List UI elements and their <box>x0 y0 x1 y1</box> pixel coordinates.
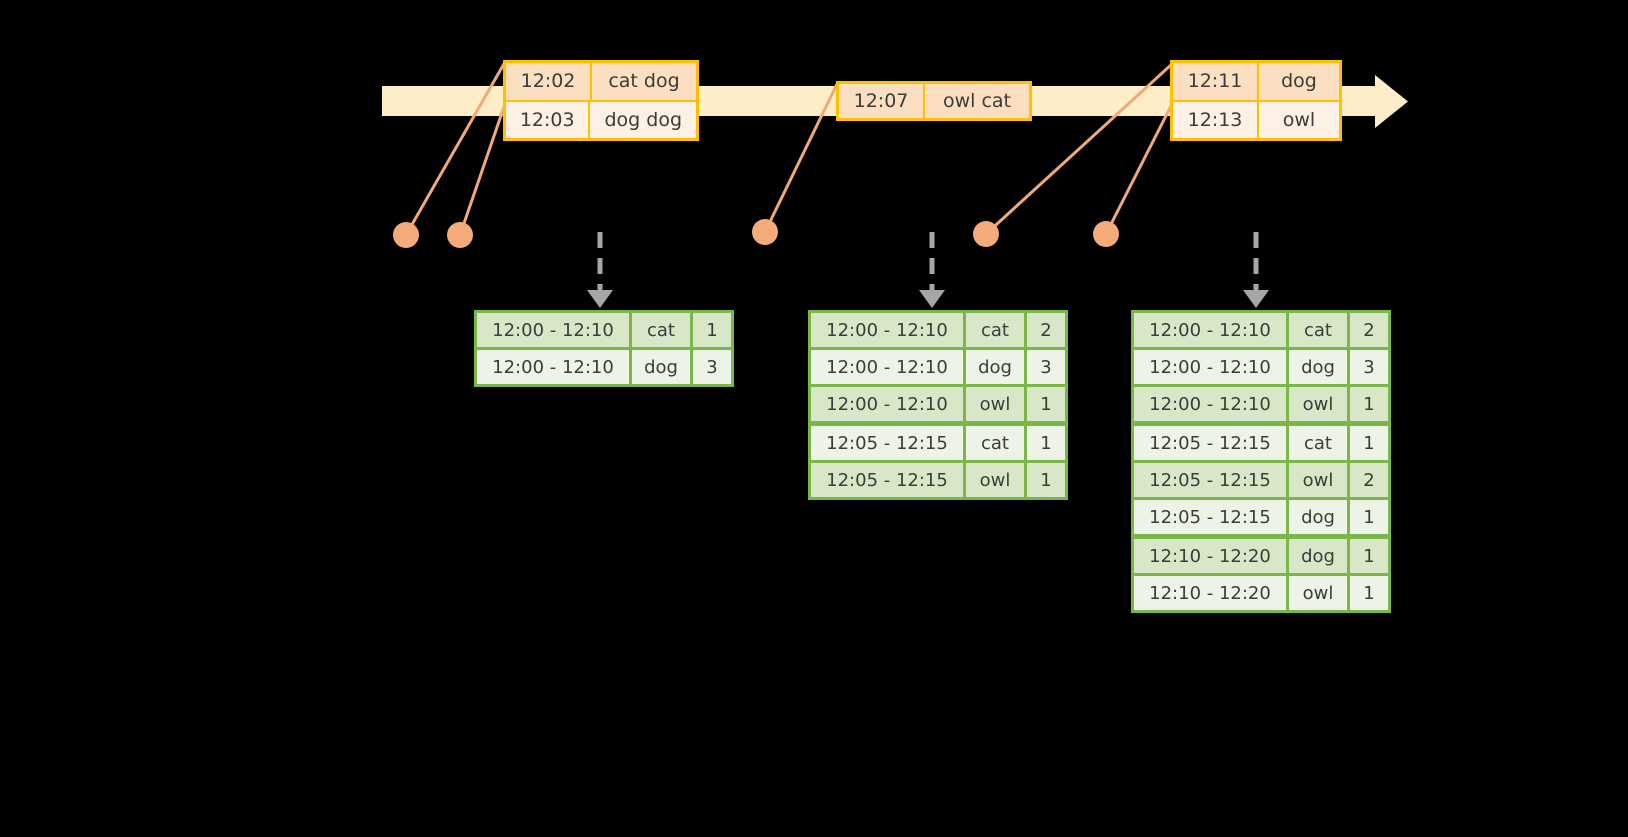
down-arrow-3-head <box>1243 290 1269 308</box>
event-connector-lines <box>404 61 1174 236</box>
connector-4 <box>984 62 1174 236</box>
cell-count: 1 <box>1350 576 1388 610</box>
down-arrow-2-head <box>919 290 945 308</box>
cell-window: 12:10 - 12:20 <box>1134 576 1286 610</box>
event-row: 12:13 owl <box>1173 101 1339 138</box>
cell-window: 12:00 - 12:10 <box>811 313 963 347</box>
cell-window: 12:00 - 12:10 <box>477 313 629 347</box>
cell-count: 2 <box>1350 463 1388 497</box>
cell-key: owl <box>966 387 1024 421</box>
event-row: 12:07 owl cat <box>839 84 1029 118</box>
cell-key: dog <box>1289 350 1347 384</box>
cell-window: 12:00 - 12:10 <box>1134 350 1286 384</box>
event-dot-2 <box>447 222 473 248</box>
cell-window: 12:05 - 12:15 <box>1134 426 1286 460</box>
cell-key: cat <box>966 426 1024 460</box>
timeline-event-box-2[interactable]: 12:07 owl cat <box>836 81 1032 121</box>
cell-window: 12:00 - 12:10 <box>1134 313 1286 347</box>
cell-window: 12:00 - 12:10 <box>811 350 963 384</box>
cell-key: cat <box>1289 426 1347 460</box>
cell-count: 1 <box>1350 500 1388 534</box>
cell-key: owl <box>1289 387 1347 421</box>
cell-window: 12:10 - 12:20 <box>1134 539 1286 573</box>
cell-key: cat <box>966 313 1024 347</box>
cell-key: cat <box>632 313 690 347</box>
cell-window: 12:05 - 12:15 <box>1134 500 1286 534</box>
cell-count: 1 <box>1350 539 1388 573</box>
cell-key: dog <box>632 350 690 384</box>
event-value: dog dog <box>604 108 682 131</box>
event-time: 12:02 <box>506 63 592 100</box>
down-arrow-1-head <box>587 290 613 308</box>
event-value: dog <box>1281 70 1317 93</box>
event-dot-5 <box>1093 221 1119 247</box>
timeline-event-box-1[interactable]: 12:02 cat dog 12:03 dog dog <box>503 60 699 141</box>
event-dot-1 <box>393 222 419 248</box>
event-time: 12:03 <box>506 101 591 138</box>
timeline-event-box-3[interactable]: 12:11 dog 12:13 owl <box>1170 60 1342 141</box>
cell-window: 12:05 - 12:15 <box>1134 463 1286 497</box>
cell-count: 3 <box>1350 350 1388 384</box>
connector-1 <box>404 61 507 236</box>
cell-key: dog <box>1289 500 1347 534</box>
cell-window: 12:00 - 12:10 <box>811 387 963 421</box>
cell-window: 12:05 - 12:15 <box>811 426 963 460</box>
snapshot-arrows <box>587 232 1269 308</box>
event-row: 12:03 dog dog <box>506 101 696 138</box>
event-value: owl cat <box>942 90 1012 112</box>
cell-window: 12:00 - 12:10 <box>1134 387 1286 421</box>
cell-count: 1 <box>1350 426 1388 460</box>
cell-count: 2 <box>1027 313 1065 347</box>
cell-count: 3 <box>693 350 731 384</box>
cell-count: 1 <box>693 313 731 347</box>
cell-count: 1 <box>1027 387 1065 421</box>
event-time: 12:13 <box>1173 101 1259 138</box>
cell-count: 1 <box>1350 387 1388 421</box>
cell-count: 1 <box>1027 463 1065 497</box>
cell-window: 12:05 - 12:15 <box>811 463 963 497</box>
event-row: 12:11 dog <box>1173 63 1339 102</box>
cell-key: dog <box>1289 539 1347 573</box>
event-time: 12:11 <box>1173 63 1259 100</box>
event-dot-4 <box>973 221 999 247</box>
cell-count: 3 <box>1027 350 1065 384</box>
cell-key: owl <box>1289 463 1347 497</box>
cell-count: 2 <box>1350 313 1388 347</box>
cell-key: owl <box>1289 576 1347 610</box>
event-value: cat dog <box>608 70 680 93</box>
event-row: 12:02 cat dog <box>506 63 696 102</box>
connector-3 <box>763 81 840 233</box>
event-dots <box>393 219 1119 248</box>
cell-key: dog <box>966 350 1024 384</box>
connector-2 <box>458 103 507 236</box>
cell-window: 12:00 - 12:10 <box>477 350 629 384</box>
event-dot-3 <box>752 219 778 245</box>
connector-5 <box>1104 103 1174 235</box>
cell-key: cat <box>1289 313 1347 347</box>
cell-count: 1 <box>1027 426 1065 460</box>
cell-key: owl <box>966 463 1024 497</box>
event-time: 12:07 <box>839 84 925 118</box>
event-value: owl <box>1282 108 1316 131</box>
